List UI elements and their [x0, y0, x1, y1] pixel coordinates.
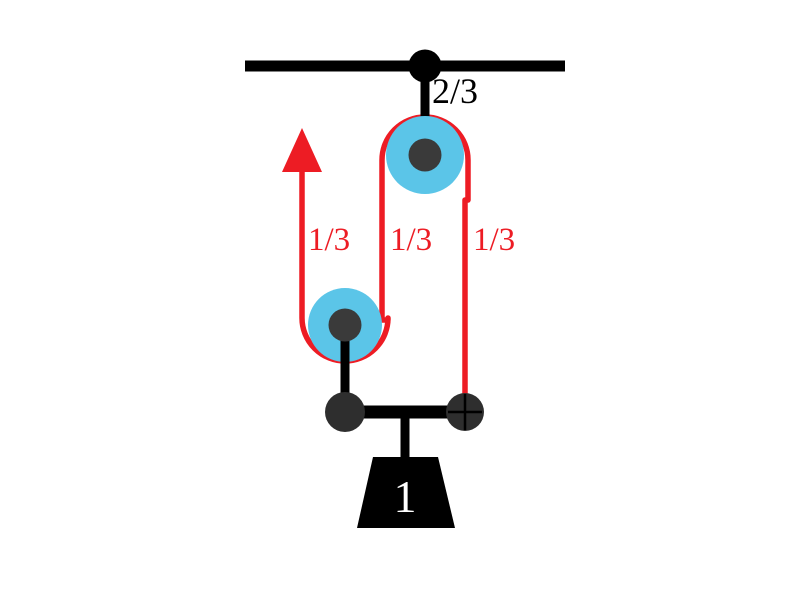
weight-value-label: 1 — [394, 471, 417, 522]
upper-pulley — [386, 116, 464, 194]
crossbar-left-joint-dot — [325, 392, 365, 432]
rope-group — [299, 114, 471, 412]
rope-tension-label-left: 1/3 — [308, 222, 350, 258]
upper-pulley-hub — [408, 138, 442, 172]
ceiling-anchor-dot — [408, 49, 442, 83]
rope-tension-label-middle: 1/3 — [390, 222, 432, 258]
lower-pulley — [308, 288, 382, 414]
lower-pulley-hub — [328, 308, 362, 342]
support-tension-label: 2/3 — [432, 71, 478, 111]
pull-arrow-head-icon — [282, 128, 322, 172]
weight-block — [357, 457, 455, 528]
rope-path — [299, 114, 471, 412]
load-crossbar-group — [325, 392, 484, 462]
rope-tension-label-right: 1/3 — [473, 222, 515, 258]
